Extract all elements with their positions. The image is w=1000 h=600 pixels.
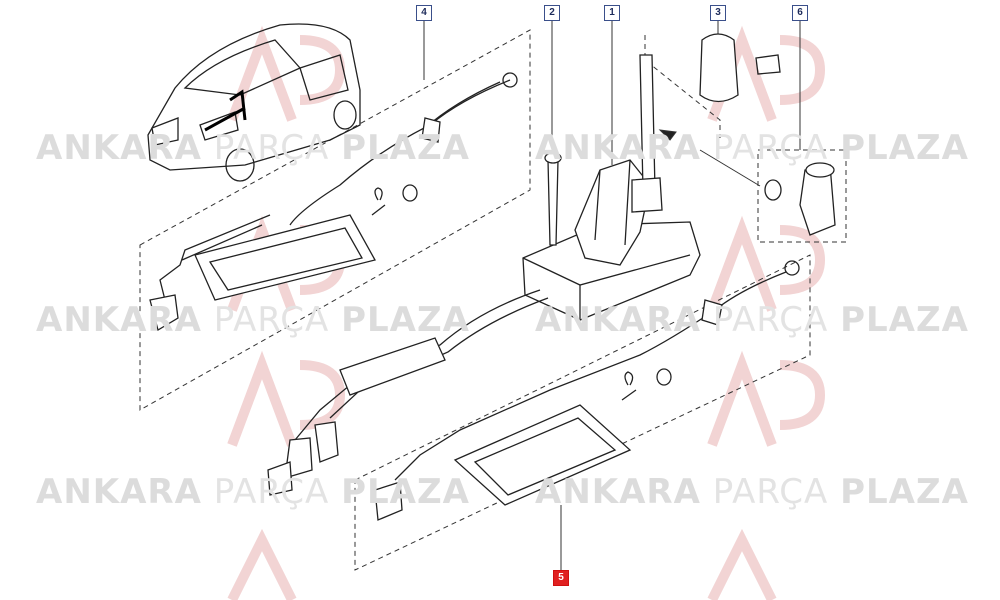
callout-1[interactable]: 1 (604, 5, 620, 21)
watermark-text: ANKARA PARÇA PLAZA (36, 300, 470, 340)
callout-6[interactable]: 6 (792, 5, 808, 21)
group-box-4 (139, 29, 531, 411)
callout-4[interactable]: 4 (416, 5, 432, 21)
main-cables (267, 289, 549, 496)
group-box-5 (354, 254, 811, 571)
callout-3[interactable]: 3 (710, 5, 726, 21)
watermark-text: ANKARA PARÇA PLAZA (535, 472, 969, 512)
gear-lever-housing (522, 54, 701, 321)
cable-assembly-5 (374, 260, 800, 521)
cable-assembly-4 (149, 72, 518, 332)
watermark-text: ANKARA PARÇA PLAZA (535, 128, 969, 168)
group-outlines (139, 29, 847, 571)
leader-lines (423, 20, 801, 570)
callout-2[interactable]: 2 (544, 5, 560, 21)
callout-5[interactable]: 5 (553, 570, 569, 586)
watermark-text: ANKARA PARÇA PLAZA (36, 472, 470, 512)
watermark-text: ANKARA PARÇA PLAZA (535, 300, 969, 340)
knob-bracket (644, 35, 721, 138)
car-illustration (147, 23, 361, 182)
gear-knob (699, 33, 781, 103)
seal-parts-6 (764, 162, 836, 236)
watermark-text: ANKARA PARÇA PLAZA (36, 128, 470, 168)
